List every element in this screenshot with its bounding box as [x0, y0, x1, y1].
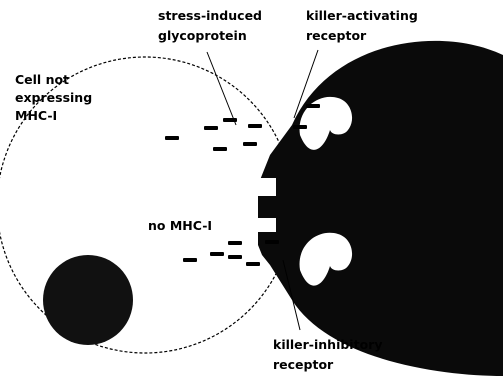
- label-inhibitory-receptor-line2: receptor: [273, 357, 334, 372]
- glycoprotein-dash: [306, 104, 320, 108]
- label-cell-line3: MHC-I: [15, 108, 57, 123]
- glycoprotein-dash: [228, 255, 242, 259]
- glycoprotein-dash: [183, 258, 197, 262]
- glycoprotein-dash: [293, 125, 307, 129]
- glycoprotein-dash: [210, 252, 224, 256]
- interface-notch-top: [254, 178, 276, 196]
- glycoprotein-dash: [248, 124, 262, 128]
- nk-cell-body: [258, 41, 503, 376]
- label-activating-receptor-line1: killer-activating: [306, 8, 418, 23]
- label-activating-receptor-line2: receptor: [306, 28, 367, 43]
- glycoprotein-dash: [246, 262, 260, 266]
- label-stress-glycoprotein-line1: stress-induced: [158, 8, 262, 23]
- glycoprotein-dash: [165, 136, 179, 140]
- label-inhibitory-receptor-line1: killer-inhibitory: [273, 337, 382, 352]
- label-cell-line2: expressing: [15, 90, 92, 105]
- target-cell-nucleus: [43, 255, 133, 345]
- label-no-mhc: no MHC-I: [148, 218, 212, 233]
- interface-notch-bottom: [254, 218, 276, 232]
- glycoprotein-dash: [228, 241, 242, 245]
- glycoprotein-dash: [204, 126, 218, 130]
- glycoprotein-dash: [213, 147, 227, 151]
- glycoprotein-dash: [265, 240, 279, 244]
- label-cell-line1: Cell not: [15, 72, 69, 87]
- glycoprotein-dash: [243, 142, 257, 146]
- label-stress-glycoprotein-line2: glycoprotein: [158, 28, 247, 43]
